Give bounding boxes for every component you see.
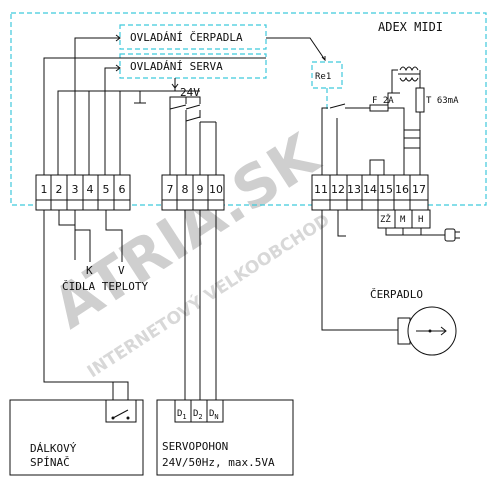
watermark: ATRIA.SK INTERNETOVÝ VELKOOBCHOD — [41, 120, 334, 382]
terminal-9: 9 — [197, 183, 204, 196]
servo-control-label: OVLADÁNÍ SERVA — [130, 60, 223, 73]
servo-terminals — [174, 399, 224, 423]
terminal-3: 3 — [72, 183, 79, 196]
terminal-4: 4 — [87, 183, 94, 196]
servo-d2: D2 — [193, 409, 203, 421]
fuse — [369, 104, 389, 112]
pump-control-box — [119, 24, 267, 50]
terminal-11: 11 — [314, 183, 328, 196]
servo-relay-contacts — [169, 96, 217, 175]
fuse-label: F 2A — [372, 96, 394, 106]
relay-re1: Re1 — [311, 61, 370, 175]
transformer-secondary — [399, 76, 419, 82]
device-title: ADEX MIDI — [378, 20, 443, 34]
remote-switch-contact — [105, 399, 137, 423]
pump: ČERPADLO — [321, 210, 457, 356]
relay-label: Re1 — [315, 72, 331, 82]
transformer-coil — [415, 87, 425, 113]
terminal-5: 5 — [103, 183, 110, 196]
m-label: M — [400, 215, 406, 225]
terminal-16: 16 — [395, 183, 409, 196]
remote-switch-label-2: SPÍNAČ — [30, 456, 70, 469]
terminal-block-right: 11 12 13 14 15 16 17 — [311, 174, 429, 211]
supply-bus: 24V — [57, 78, 200, 175]
servo-label-1: SERVOPOHON — [162, 440, 228, 453]
transformer-label: T 63mA — [426, 96, 459, 106]
sensors-label: ČIDLA TEPLOTY — [62, 280, 148, 293]
voltage-label: 24V — [180, 86, 200, 99]
sensor-v-label: V — [118, 264, 125, 277]
terminal-13: 13 — [347, 183, 361, 196]
remote-switch-label-1: DÁLKOVÝ — [30, 442, 77, 455]
terminal-14-cap — [369, 159, 385, 176]
terminal-8: 8 — [182, 183, 189, 196]
terminal-block-left: 1 2 3 4 5 6 — [35, 174, 131, 211]
fuse-transformer: F 2A T 63mA — [369, 66, 459, 176]
servo-drive: D1 D2 DN SERVOPOHON 24V/50Hz, max.5VA — [156, 399, 294, 476]
terminal-7: 7 — [167, 183, 174, 196]
servo-d1: D1 — [177, 409, 187, 421]
servo-control-box — [119, 53, 267, 79]
terminal-17: 17 — [412, 183, 426, 196]
sensor-k-label: K — [86, 264, 93, 277]
remote-switch-wires — [43, 210, 129, 400]
servo-dn: DN — [209, 409, 219, 421]
terminal-1: 1 — [41, 183, 48, 196]
terminal-6: 6 — [119, 183, 126, 196]
terminal-15: 15 — [379, 183, 393, 196]
remote-switch: DÁLKOVÝ SPÍNAČ — [9, 399, 144, 476]
pump-label: ČERPADLO — [370, 288, 423, 301]
plug-icon — [444, 228, 456, 242]
sensor-wires: K V ČIDLA TEPLOTY — [62, 210, 148, 293]
control-wires — [43, 34, 326, 175]
controller-enclosure — [10, 12, 487, 206]
terminal-2: 2 — [56, 183, 63, 196]
relay-box — [311, 61, 343, 89]
h-label: H — [418, 215, 423, 225]
terminal-block-mid: 7 8 9 10 — [161, 174, 225, 211]
servo-wires — [184, 210, 217, 400]
terminal-14: 14 — [363, 183, 377, 196]
pump-control-label: OVLADÁNÍ ČERPADLA — [130, 31, 243, 44]
transformer-primary — [399, 66, 419, 72]
terminal-10: 10 — [209, 183, 223, 196]
servo-label-2: 24V/50Hz, max.5VA — [162, 456, 275, 469]
zz-label: ZŽ — [380, 213, 391, 225]
mains-connector: ZŽ M H — [377, 209, 460, 242]
terminal-12: 12 — [331, 183, 345, 196]
